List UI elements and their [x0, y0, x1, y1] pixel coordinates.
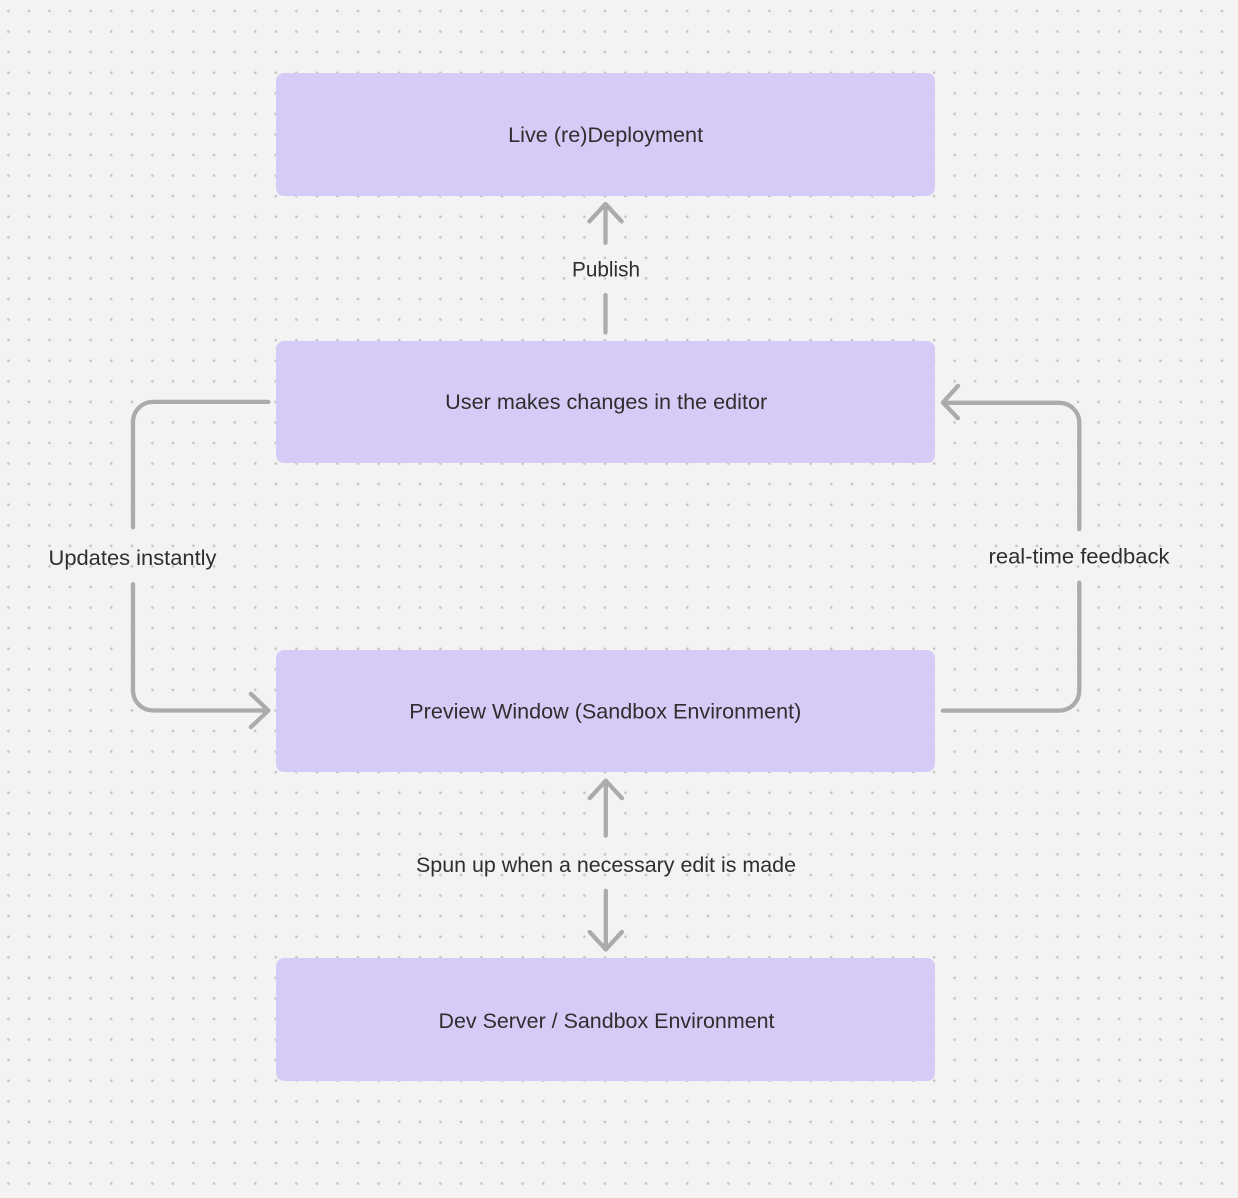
svg-text:Preview Window (Sandbox Enviro: Preview Window (Sandbox Environment) — [409, 701, 801, 724]
svg-text:Live (re)Deployment: Live (re)Deployment — [508, 124, 703, 147]
svg-text:Spun up when a necessary edit: Spun up when a necessary edit is made — [416, 854, 796, 877]
svg-text:Dev Server / Sandbox Environme: Dev Server / Sandbox Environment — [439, 1010, 775, 1033]
svg-text:Updates instantly: Updates instantly — [49, 547, 218, 570]
svg-text:real-time feedback: real-time feedback — [989, 546, 1171, 569]
svg-text:Publish: Publish — [572, 258, 640, 281]
svg-text:User makes changes in the edit: User makes changes in the editor — [445, 391, 767, 414]
